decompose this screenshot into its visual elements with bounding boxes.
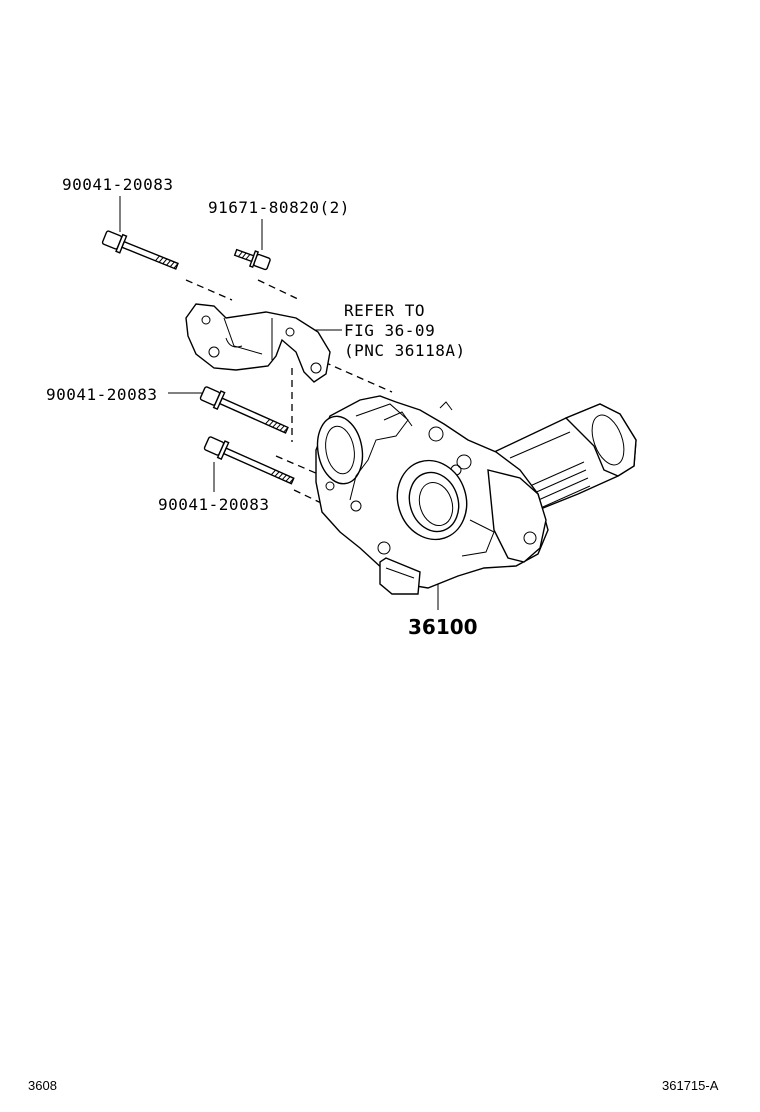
refer-label-line2: FIG 36-09 [344, 321, 435, 340]
footer-left-code: 3608 [28, 1078, 57, 1093]
bolt-top [101, 230, 179, 270]
main-assembly [315, 395, 637, 595]
part-label-bolt-mid: 90041-20083 [46, 385, 157, 404]
bolt-mid [199, 386, 289, 434]
part-label-bolt-small: 91671-80820(2) [208, 198, 350, 217]
refer-label-line1: REFER TO [344, 301, 425, 320]
bracket [185, 303, 331, 383]
part-label-assembly: 36100 [408, 615, 478, 639]
bolt-low [203, 436, 295, 485]
part-label-bolt-low: 90041-20083 [158, 495, 269, 514]
bolt-small [233, 248, 271, 271]
part-label-bolt-top: 90041-20083 [62, 175, 173, 194]
footer-right-code: 361715-A [662, 1078, 719, 1093]
refer-label-line3: (PNC 36118A) [344, 341, 466, 360]
